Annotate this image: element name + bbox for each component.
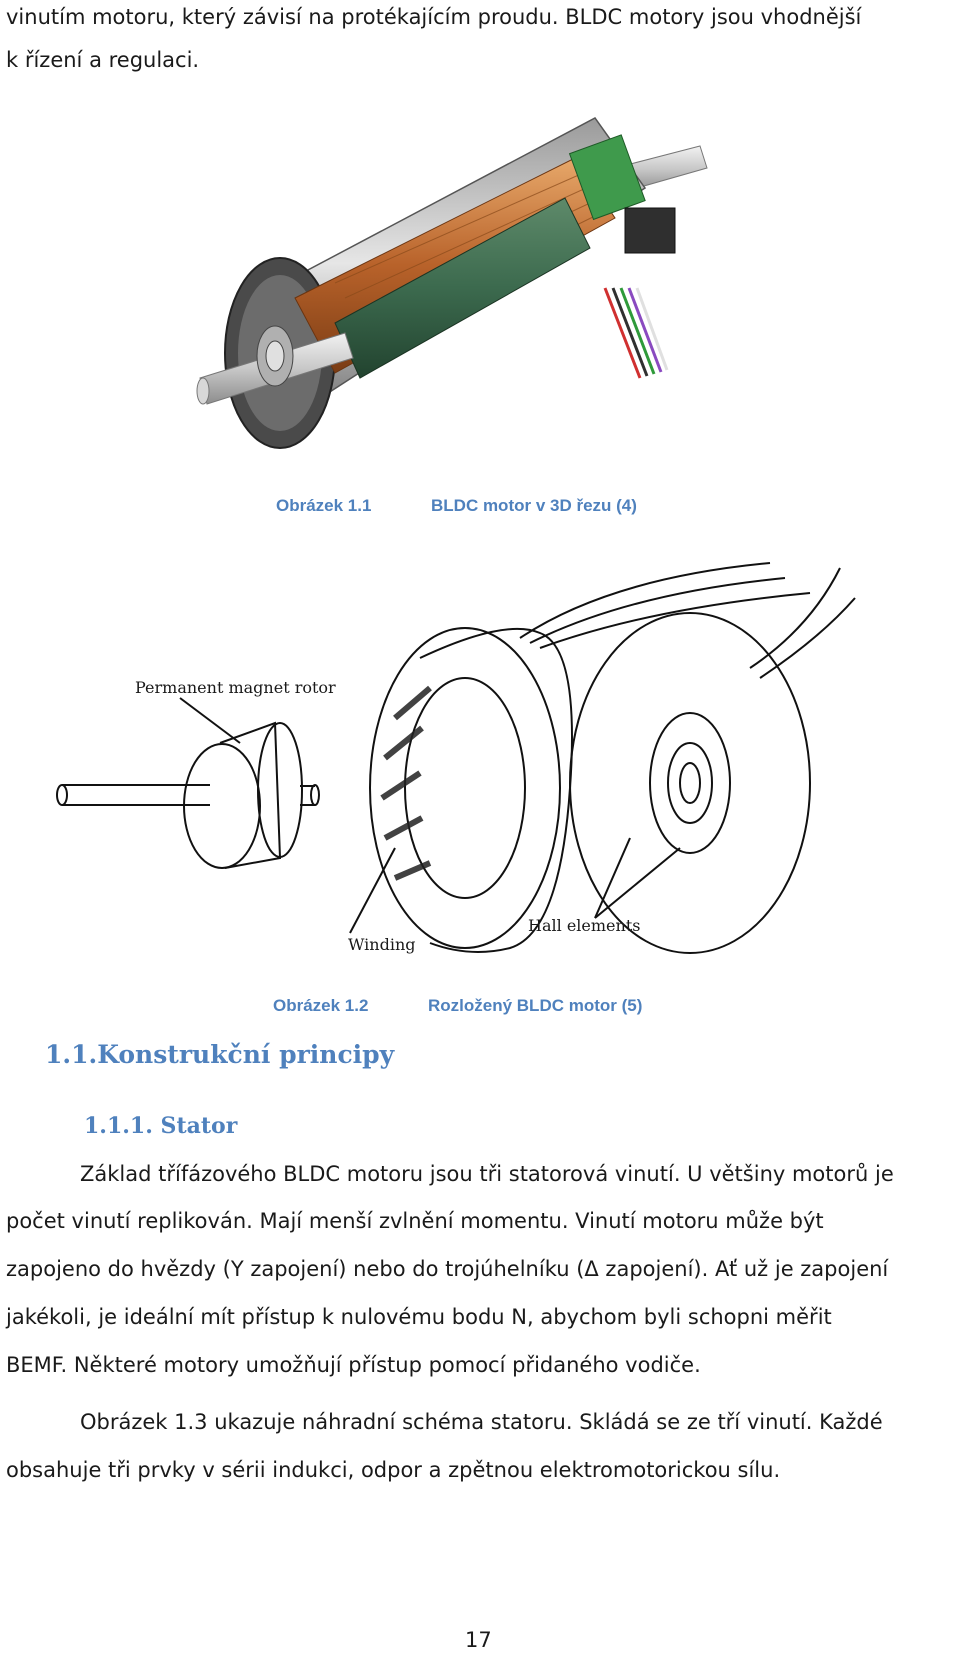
exploded-bldc-motor-drawing <box>56 562 856 954</box>
body-paragraph-1-line-5: BEMF. Některé motory umožňují přístup po… <box>6 1353 701 1377</box>
body-paragraph-2-line-1: Obrázek 1.3 ukazuje náhradní schéma stat… <box>80 1410 883 1434</box>
body-paragraph-2-line-2: obsahuje tři prvky v sérii indukci, odpo… <box>6 1458 781 1482</box>
label-winding: Winding <box>348 935 416 954</box>
figure-2-caption-number: Obrázek 1.2 <box>273 996 369 1015</box>
bldc-motor-cutaway-image <box>196 117 708 449</box>
figure-2-caption-text: Rozložený BLDC motor (5) <box>428 996 643 1015</box>
figure-1-caption-number: Obrázek 1.1 <box>276 496 372 515</box>
label-hall-elements: Hall elements <box>528 916 641 935</box>
section-heading: 1.1.Konstrukční principy <box>45 1040 395 1069</box>
figure-1-caption-text: BLDC motor v 3D řezu (4) <box>431 496 637 515</box>
intro-line-2: k řízení a regulaci. <box>6 48 200 72</box>
page-number: 17 <box>465 1628 492 1652</box>
body-paragraph-1-line-1: Základ třífázového BLDC motoru jsou tři … <box>80 1162 894 1186</box>
body-paragraph-1-line-3: zapojeno do hvězdy (Y zapojení) nebo do … <box>6 1257 889 1281</box>
intro-line-1: vinutím motoru, který závisí na protékaj… <box>6 5 862 29</box>
label-permanent-magnet-rotor: Permanent magnet rotor <box>135 678 336 697</box>
body-paragraph-1-line-4: jakékoli, je ideální mít přístup k nulov… <box>6 1305 832 1329</box>
subsection-heading: 1.1.1. Stator <box>84 1113 238 1139</box>
body-paragraph-1-line-2: počet vinutí replikován. Mají menší zvln… <box>6 1209 824 1233</box>
